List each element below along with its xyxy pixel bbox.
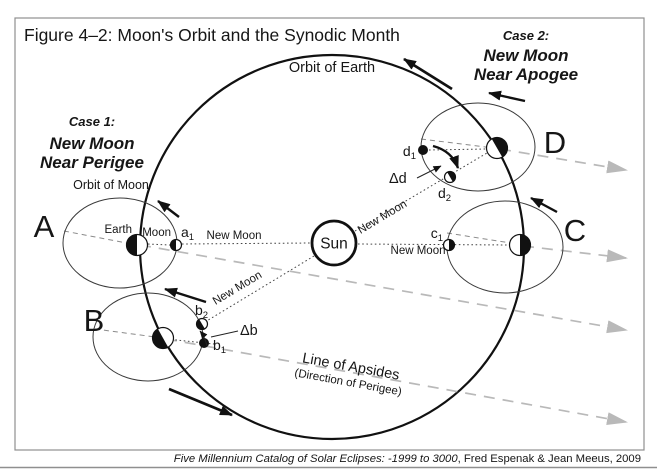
orbit-of-earth-label: Orbit of Earth <box>289 60 375 76</box>
case2-title: Case 2: <box>503 28 549 43</box>
moon-motion-arrow-b <box>164 287 207 304</box>
position-label-d: D <box>544 125 566 160</box>
moon-orbit-position-b: B b1 b2 Δb <box>84 287 258 382</box>
case2-line1: New Moon <box>484 46 569 65</box>
syzygy-line-a <box>181 242 311 245</box>
delta-b-pointer <box>210 330 239 338</box>
moon-d1 <box>418 145 428 155</box>
moon-motion-arrow-d <box>488 90 526 103</box>
moon-label: Moon <box>142 227 171 239</box>
case1-line1: New Moon <box>50 134 135 153</box>
moon-orbit-ellipse-b <box>92 292 204 382</box>
figure-title: Figure 4–2: Moon's Orbit and the Synodic… <box>24 25 400 45</box>
moon-a1-dark-side <box>170 239 176 251</box>
earth-b-night-side <box>152 328 169 349</box>
earth-label: Earth <box>105 224 133 236</box>
position-label-a: A <box>34 209 55 244</box>
earth-a-night-side <box>126 234 137 256</box>
moon-orbit-ellipse-a <box>62 197 178 289</box>
moon-travel-arrow-b <box>199 330 208 347</box>
moon-orbit-position-d: D d1 d2 Δd <box>389 90 566 204</box>
point-label-b2: b2 <box>195 302 208 321</box>
moon-motion-arrow-a <box>157 200 180 218</box>
point-label-d1: d1 <box>403 143 416 162</box>
syzygy-line-b <box>204 255 315 323</box>
new-moon-label-a: New Moon <box>207 230 262 242</box>
syzygy-line-d <box>354 152 488 232</box>
case1-line2: Near Perigee <box>40 153 144 172</box>
attribution: Five Millennium Catalog of Solar Eclipse… <box>174 453 641 465</box>
point-label-d2: d2 <box>438 185 451 204</box>
point-label-a1: a1 <box>181 224 194 243</box>
earth-d-night-side <box>491 137 508 158</box>
position-label-c: C <box>564 213 586 248</box>
case1-heading: Case 1: New Moon Near Perigee <box>40 114 144 172</box>
moon-motion-arrow-c <box>530 196 558 214</box>
sun-circle <box>310 219 358 267</box>
delta-d-label: Δd <box>389 171 407 187</box>
line-of-apsides-arrows <box>139 148 628 426</box>
moon-orbit-position-a: Orbit of Moon A Earth Moon a1 <box>34 178 194 289</box>
moon-b1 <box>199 338 209 348</box>
delta-d-pointer <box>416 165 442 179</box>
figure-border <box>14 17 645 451</box>
position-label-b: B <box>84 303 105 338</box>
moon-b2-dark-side <box>196 319 205 330</box>
moon-travel-arrow-d <box>432 144 460 169</box>
moon-c1-dark-side <box>449 239 455 251</box>
case2-heading: Case 2: New Moon Near Apogee <box>474 28 578 84</box>
apsides-arrow-b <box>165 338 628 426</box>
apsides-arrow-d <box>499 148 628 174</box>
new-moon-label-c: New Moon <box>391 245 446 257</box>
apsides-arrow-a <box>139 244 628 334</box>
new-moon-label-d: New Moon <box>356 198 409 237</box>
earth-orbit-arrow-bottom <box>168 387 233 417</box>
case1-title: Case 1: <box>69 114 115 129</box>
apsides-arrow-c <box>522 245 628 263</box>
point-label-b1: b1 <box>213 337 226 356</box>
point-label-c1: c1 <box>431 225 443 244</box>
delta-b-label: Δb <box>240 323 258 339</box>
sun: Sun <box>310 219 358 267</box>
moon-d2-dark-side <box>447 171 456 182</box>
orbit-of-moon-label: Orbit of Moon <box>73 178 149 192</box>
case2-line2: Near Apogee <box>474 65 578 84</box>
line-of-apsides-label: Line of Apsides (Direction of Perigee) <box>294 350 403 398</box>
moon-orbit-ellipse-c <box>446 200 564 294</box>
earth-c-night-side <box>520 234 531 256</box>
sun-label: Sun <box>320 236 348 253</box>
earth-orbit-arrow-top <box>403 57 453 91</box>
moon-orbit-position-c: C c1 <box>431 196 586 294</box>
apsides-inner-segments <box>63 138 518 339</box>
